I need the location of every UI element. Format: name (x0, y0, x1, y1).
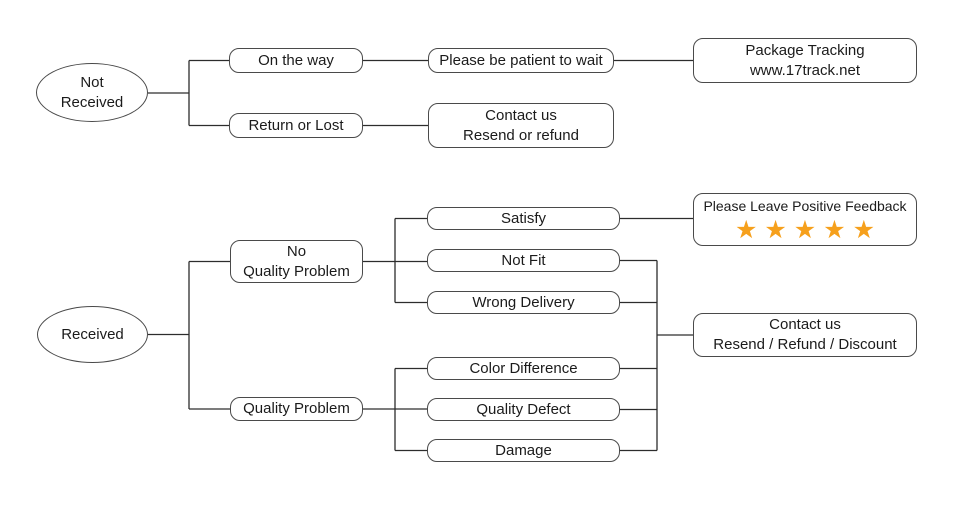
node-not-fit: Not Fit (427, 249, 620, 272)
node-positive-feedback: Please Leave Positive Feedback ★★★★★ (693, 193, 917, 246)
node-package-tracking: Package Tracking www.17track.net (693, 38, 917, 83)
node-received: Received (37, 306, 148, 363)
node-please-be-patient: Please be patient to wait (428, 48, 614, 73)
node-contact-us-resend-or-refund: Contact us Resend or refund (428, 103, 614, 148)
node-color-difference: Color Difference (427, 357, 620, 380)
node-satisfy: Satisfy (427, 207, 620, 230)
node-no-quality-problem: No Quality Problem (230, 240, 363, 283)
node-return-or-lost: Return or Lost (229, 113, 363, 138)
node-wrong-delivery: Wrong Delivery (427, 291, 620, 314)
feedback-title: Please Leave Positive Feedback (703, 198, 907, 215)
node-quality-problem: Quality Problem (230, 397, 363, 421)
node-not-received: Not Received (36, 63, 148, 122)
node-damage: Damage (427, 439, 620, 462)
feedback-stars: ★★★★★ (734, 214, 883, 244)
node-on-the-way: On the way (229, 48, 363, 73)
node-contact-us-resend-refund-discount: Contact us Resend / Refund / Discount (693, 313, 917, 357)
node-quality-defect: Quality Defect (427, 398, 620, 421)
